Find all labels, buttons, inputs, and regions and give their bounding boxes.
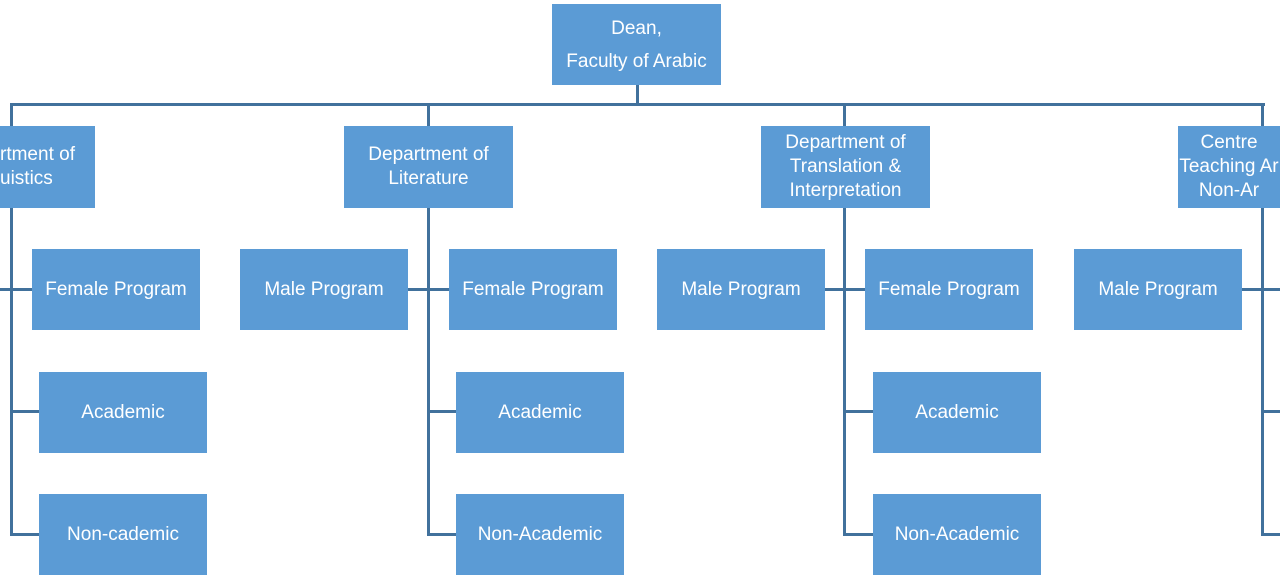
department-translation-label: Department of Translation & Interpretati…	[785, 132, 906, 201]
connector-dept2-spine	[427, 208, 430, 535]
connector-dean-down	[636, 85, 639, 105]
dept1-female-program-box: Female Program	[32, 249, 200, 330]
connector-dept3-up	[843, 103, 846, 127]
department-literature-label: Department of Literature	[368, 144, 489, 189]
connector-dept3-nonacademic	[843, 533, 873, 536]
connector-dept3-male	[825, 288, 866, 291]
dept2-academic-label: Academic	[498, 401, 582, 423]
connector-dept4-nonacademic-stub	[1261, 533, 1280, 536]
connector-dept1-male-stub	[0, 288, 12, 291]
connector-dept1-up	[10, 103, 13, 127]
dept1-nonacademic-label: Non-cademic	[67, 523, 179, 545]
connector-dept3-spine	[843, 208, 846, 535]
dept3-academic-label: Academic	[915, 401, 999, 423]
connector-dept1-female	[10, 288, 32, 291]
dept2-nonacademic-label: Non-Academic	[477, 523, 603, 545]
dept4-male-program-label: Male Program	[1098, 278, 1218, 300]
connector-dept4-up	[1261, 103, 1264, 127]
department-literature-box: Department of Literature	[344, 126, 513, 208]
connector-dept2-academic	[427, 410, 456, 413]
connector-dept2-male	[408, 288, 449, 291]
dept3-male-program-label: Male Program	[681, 278, 801, 300]
dept3-nonacademic-label: Non-Academic	[894, 523, 1020, 545]
dean-box: Dean, Faculty of Arabic	[552, 4, 721, 85]
dept1-nonacademic-box: Non-cademic	[39, 494, 207, 575]
dept3-male-program-box: Male Program	[657, 249, 825, 330]
dean-title-line2: Faculty of Arabic	[566, 50, 707, 72]
dept3-nonacademic-box: Non-Academic	[873, 494, 1041, 575]
connector-dept4-academic-stub	[1261, 410, 1280, 413]
connector-dept2-up	[427, 103, 430, 127]
connector-dept2-nonacademic	[427, 533, 456, 536]
dept4-male-program-box: Male Program	[1074, 249, 1242, 330]
connector-dept4-spine	[1261, 208, 1264, 535]
connector-dept1-academic	[10, 410, 39, 413]
dept2-female-program-label: Female Program	[462, 278, 604, 300]
connector-dept4-male	[1241, 288, 1280, 291]
dept1-academic-label: Academic	[81, 401, 165, 423]
department-linguistics-box: rtment of uistics	[0, 126, 95, 208]
connector-dept1-spine	[10, 208, 13, 535]
dept2-female-program-box: Female Program	[449, 249, 617, 330]
connector-dept1-nonacademic	[10, 533, 39, 536]
department-linguistics-label: rtment of uistics	[0, 144, 75, 189]
dept2-nonacademic-box: Non-Academic	[456, 494, 624, 575]
centre-teaching-label: Centre Teaching Ar Non-Ar	[1179, 132, 1279, 201]
dept1-female-program-label: Female Program	[45, 278, 187, 300]
connector-main-horizontal	[10, 103, 1265, 106]
dept2-male-program-label: Male Program	[264, 278, 384, 300]
centre-teaching-box: Centre Teaching Ar Non-Ar	[1178, 126, 1280, 208]
dept1-academic-box: Academic	[39, 372, 207, 453]
connector-dept3-academic	[843, 410, 873, 413]
dept3-academic-box: Academic	[873, 372, 1041, 453]
dept2-male-program-box: Male Program	[240, 249, 408, 330]
dept3-female-program-box: Female Program	[865, 249, 1033, 330]
dept2-academic-box: Academic	[456, 372, 624, 453]
dept3-female-program-label: Female Program	[878, 278, 1020, 300]
dean-title-line1: Dean,	[611, 17, 662, 39]
department-translation-box: Department of Translation & Interpretati…	[761, 126, 930, 208]
